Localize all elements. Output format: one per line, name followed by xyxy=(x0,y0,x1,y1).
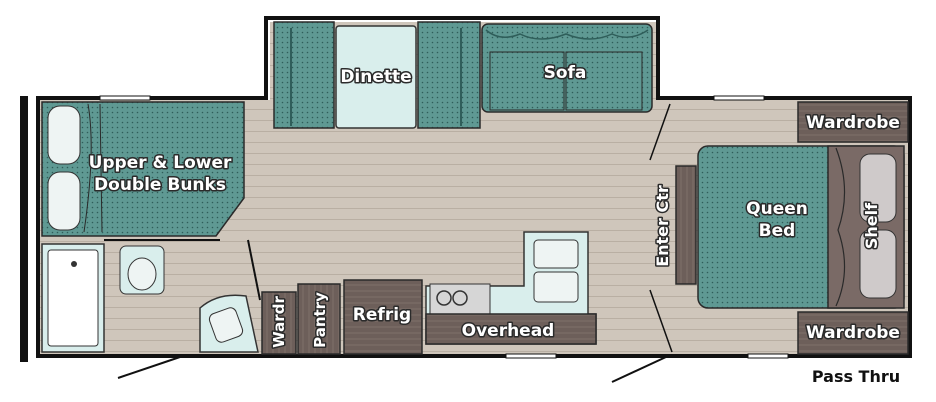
lavatory xyxy=(199,294,259,353)
double-bunks xyxy=(41,101,245,237)
wardrobe-bottom-label: Wardrobe xyxy=(806,323,900,343)
enter-ctr-label: Enter Ctr xyxy=(653,185,672,267)
door-swing-entry xyxy=(611,354,678,383)
sofa-label: Sofa xyxy=(544,63,587,83)
refrigerator xyxy=(343,279,423,355)
windows xyxy=(99,95,789,359)
kitchen-counter xyxy=(425,231,597,345)
queen-bed xyxy=(697,145,905,309)
refrig-label: Refrig xyxy=(353,305,411,325)
bathroom xyxy=(41,239,261,353)
pantry-cabinet xyxy=(297,283,341,355)
wardrobe-top xyxy=(797,101,909,143)
bunks-label-line1: Upper & Lower xyxy=(89,153,232,173)
exterior-walls xyxy=(36,16,912,358)
dinette-label: Dinette xyxy=(340,67,411,87)
wardrobe-bottom xyxy=(797,311,909,355)
wardr-cabinet xyxy=(261,291,297,355)
sofa xyxy=(481,23,653,113)
queen-bed-label-line2: Bed xyxy=(759,221,796,241)
hitch-bar xyxy=(20,96,28,362)
queen-bed-label-line1: Queen xyxy=(746,199,808,219)
bedroom-divider-top xyxy=(649,103,671,161)
shelf-label: Shelf xyxy=(862,202,881,249)
wardrobe-top-label: Wardrobe xyxy=(806,113,900,133)
wardr-label: Wardr xyxy=(270,296,288,348)
bunks-label-line2: Double Bunks xyxy=(94,175,226,195)
door-swing-rear xyxy=(117,356,181,379)
overhead-label: Overhead xyxy=(462,321,555,341)
pass-thru-label: Pass Thru xyxy=(812,367,900,386)
entertainment-center xyxy=(675,165,697,285)
bedroom-divider-bottom xyxy=(649,289,673,353)
dinette xyxy=(273,21,481,129)
pantry-label: Pantry xyxy=(311,292,329,348)
